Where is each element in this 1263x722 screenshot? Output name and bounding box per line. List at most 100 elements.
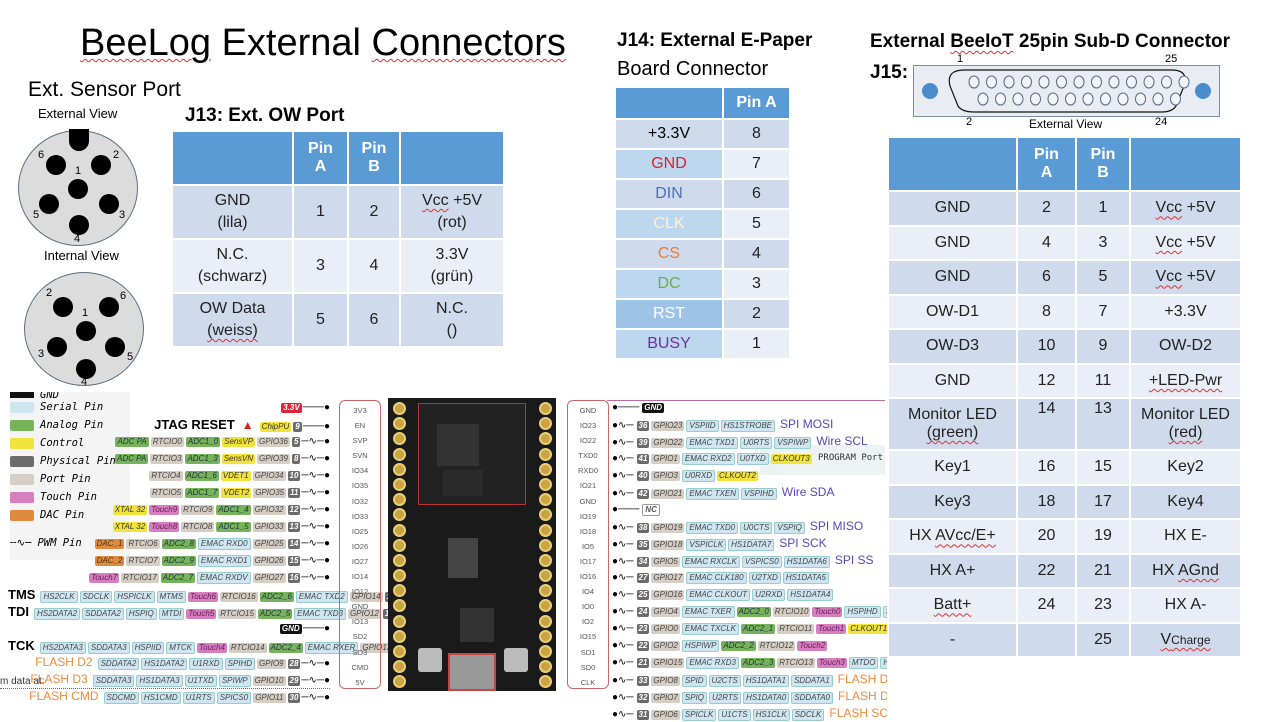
- pin-function-tag: HS1DATA0: [743, 691, 790, 704]
- pin-function-tag: HS1DATA2: [141, 657, 188, 670]
- pin-function-tag: RTCIO8: [181, 521, 215, 532]
- pin-function-tag: SDDATA1: [882, 605, 887, 618]
- legend-item: Touch Pin: [10, 488, 130, 506]
- signal-cell: Monitor LED(green): [889, 399, 1016, 449]
- col-header: [401, 132, 503, 184]
- header-pin-pad: [539, 462, 552, 476]
- pin-connector-line: ●∿─: [612, 657, 634, 668]
- pin-function-tag: HSPICS0: [880, 656, 887, 669]
- pin-a-cell: 8: [724, 120, 789, 148]
- physical-pin-number: 40: [636, 470, 650, 481]
- pin-function-tag: HS1STROBE: [720, 419, 776, 432]
- pin-function-tag: SDDATA2: [82, 607, 124, 620]
- pin-a-cell: 3: [724, 270, 789, 298]
- spell-flagged-word: (weiss): [207, 322, 258, 339]
- pin-b-cell: 5: [1077, 261, 1129, 294]
- pin-label: 1: [75, 165, 82, 177]
- header-pin-label: IO5: [581, 541, 595, 551]
- pin-function-tag: RTCIO15: [218, 608, 256, 619]
- pin-function-suffix: Wire SDA: [781, 485, 835, 499]
- col-header: [616, 88, 722, 118]
- legend-label: Port Pin: [40, 473, 91, 485]
- pin-function-tag: SPICLK: [681, 708, 717, 721]
- pin-function-tag: U0TXD: [736, 452, 769, 465]
- pin-function-tag: EMAC TXCLK: [681, 622, 739, 635]
- header-pin-pad: [393, 493, 406, 507]
- pin-function-row: ●───NC: [612, 501, 887, 518]
- pin-function-tag: ADC1_7: [185, 487, 220, 498]
- pin-function-tag: XTAL 32: [112, 504, 148, 515]
- pin-function-tag: EMAC RXER: [304, 641, 359, 654]
- boot-button[interactable]: [504, 648, 528, 672]
- header-pin-label: SD1: [580, 647, 596, 657]
- pin-label: 3: [38, 348, 45, 360]
- header-pin-label: GND: [351, 602, 369, 612]
- subd-pin: [1065, 92, 1076, 106]
- header-pin-label: IO26: [351, 541, 369, 551]
- header-pin-pad: [539, 508, 552, 522]
- signal-cell: CLK: [616, 210, 722, 238]
- header-pin-pad: [539, 493, 552, 507]
- pin-function-tag: ADC2_5: [257, 608, 293, 619]
- col-header: [889, 138, 1016, 190]
- legend-swatch: [10, 509, 34, 521]
- pin-function-suffix: FLASH D1: [837, 672, 887, 686]
- physical-pin-number: 42: [636, 488, 650, 499]
- signal-cell: HX A-: [1131, 589, 1240, 622]
- spell-flagged-word: Connectors: [371, 22, 566, 64]
- header-pin-label: IO25: [351, 526, 369, 536]
- legend-label: Touch Pin: [40, 491, 97, 503]
- signal-cell: RST: [616, 300, 722, 328]
- header-pin-pad: [539, 417, 552, 431]
- pin-function-tag: GPIO19: [651, 522, 685, 533]
- pin-a-cell: 5: [724, 210, 789, 238]
- pin-function-prefix: TDI: [8, 604, 29, 619]
- pin-function-tag: GPIO4: [651, 606, 680, 617]
- pin-function-prefix: JTAG RESET: [154, 417, 235, 432]
- pin-connector-line: ●∿─: [612, 420, 634, 431]
- physical-pin-number: 33: [636, 675, 650, 686]
- header-pin-pad: [393, 584, 406, 598]
- header-pin-pad: [393, 508, 406, 522]
- header-pin-label: IO32: [351, 496, 369, 506]
- flash-chip: [443, 470, 483, 496]
- header-pin-label: IO15: [579, 632, 597, 642]
- signal-cell: Key4: [1131, 485, 1240, 518]
- header-pin-label: IO22: [579, 436, 597, 446]
- pin-a-cell: 5: [294, 294, 347, 346]
- subd-pin: [1082, 92, 1094, 106]
- pin-function-tag: EMAC RXCLK: [681, 555, 740, 568]
- pin-function-tag: U2CTS: [708, 674, 741, 687]
- subd-pin: [986, 75, 997, 89]
- subd-pin: [1047, 92, 1059, 106]
- header-pin-pad: [393, 553, 406, 567]
- pin-a-cell: 3: [294, 240, 347, 292]
- subd-pin: [977, 92, 989, 106]
- subd-pin: [1108, 75, 1120, 89]
- footer-link[interactable]: [0, 688, 330, 694]
- signal-cell: DIN: [616, 180, 722, 208]
- subd-external-view-label: External View: [1029, 117, 1103, 131]
- pin-function-tag: GPIO15: [651, 657, 685, 668]
- pin-function-tag: HSPIQ: [125, 607, 157, 620]
- physical-pin-number: 16: [287, 572, 301, 583]
- en-button[interactable]: [418, 648, 442, 672]
- pin-6: [99, 297, 119, 317]
- subd-pin: [1030, 92, 1041, 106]
- pin-connector-line: ●∿─: [612, 470, 634, 481]
- pin-label: 2: [113, 149, 120, 161]
- pin-function-tag: ADC2_1: [741, 623, 776, 634]
- signal-cell: OW-D1: [889, 295, 1016, 328]
- header-pin-pad: [393, 402, 406, 415]
- pin-function-tag: RTCIO9: [181, 504, 215, 515]
